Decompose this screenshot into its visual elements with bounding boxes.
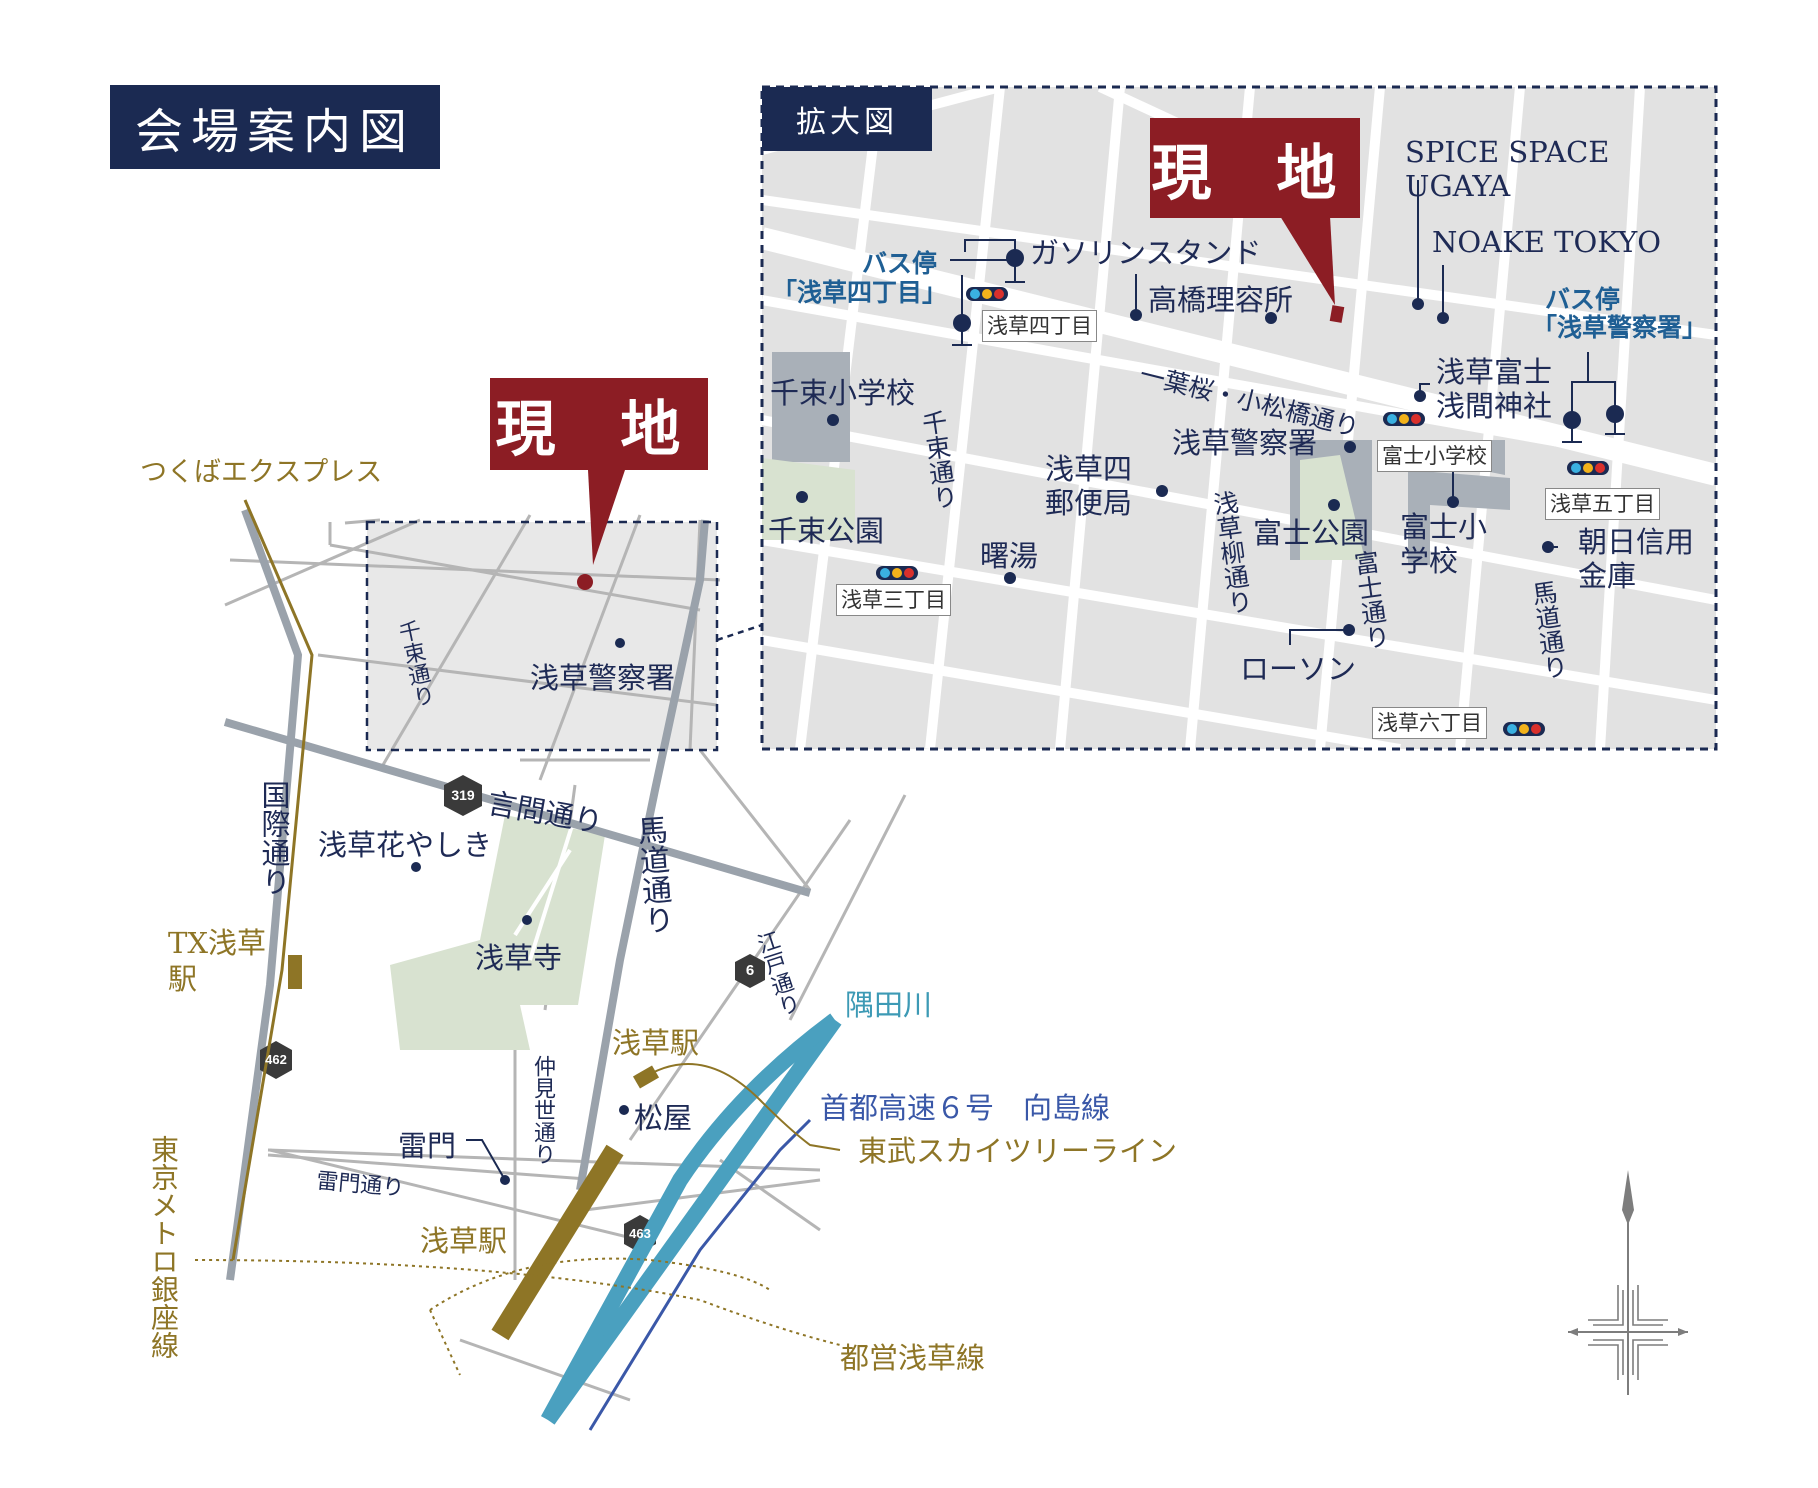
road-main-umamichi: 馬道通り <box>630 813 675 937</box>
main-site-callout: 現 地 <box>490 378 708 470</box>
sensoji-park <box>390 815 605 1050</box>
label-fuji-shrine: 浅草富士浅間神社 <box>1436 355 1553 423</box>
label-tobu-line: 東武スカイツリーライン <box>858 1134 1178 1168</box>
sumida-river <box>541 1015 842 1425</box>
signal-rokuchome: 浅草六丁目 <box>1372 707 1487 739</box>
bus-stop-yonchome-name: 「浅草四丁目」 <box>772 278 948 307</box>
label-sumida: 隅田川 <box>845 988 933 1022</box>
label-ginza-line: 東京メトロ銀座線 <box>147 1135 180 1359</box>
label-senzoku-park: 千束公園 <box>768 514 885 548</box>
inset-site-marker <box>1329 305 1345 323</box>
compass-icon <box>1568 1170 1688 1395</box>
route-319: 319 <box>451 787 475 803</box>
expressway-line <box>588 1118 812 1431</box>
signal-fuji-school: 富士小学校 <box>1377 440 1492 472</box>
label-main-police: 浅草警察署 <box>530 661 676 695</box>
label-matsuya: 松屋 <box>634 1101 693 1135</box>
signal-gochome: 浅草五丁目 <box>1545 488 1660 520</box>
bus-stop-pins <box>950 249 1625 443</box>
label-sensoji: 浅草寺 <box>475 941 563 975</box>
inset-tab: 拡大図 <box>762 87 932 151</box>
label-inset-police: 浅草警察署 <box>1172 426 1318 460</box>
bus-stop-yonchome-label: バス停 <box>862 249 938 278</box>
label-asahi: 朝日信用金庫 <box>1578 525 1695 593</box>
main-site-dot <box>577 574 593 590</box>
label-tx-station: TX浅草駅 <box>168 926 266 996</box>
map-title: 会場案内図 <box>110 85 440 169</box>
bus-stop-police-name: 「浅草警察署」 <box>1532 313 1708 342</box>
label-tobu-station: 浅草駅 <box>612 1026 700 1060</box>
label-senzoku-school: 千束小学校 <box>770 376 916 410</box>
traffic-signals <box>876 287 1609 736</box>
signal-sanchome: 浅草三丁目 <box>836 584 951 616</box>
label-toei-line: 都営浅草線 <box>840 1341 986 1375</box>
route-462: 462 <box>265 1052 287 1067</box>
label-fuji-school: 富士小学校 <box>1400 510 1488 578</box>
inset-markers <box>796 298 1554 636</box>
tx-line <box>231 499 314 1261</box>
label-akebono: 曙湯 <box>980 539 1039 573</box>
toei-line <box>194 1259 841 1346</box>
inset-site-callout: 現 地 <box>1150 118 1360 218</box>
label-fuji-park: 富士公園 <box>1253 516 1370 550</box>
label-tx-line: つくばエクスプレス <box>140 457 383 488</box>
route-6: 6 <box>745 962 755 979</box>
label-hanayashiki: 浅草花やしき <box>318 828 493 862</box>
label-gas: ガソリンスタンド <box>1030 236 1262 270</box>
ginza-line-platform <box>491 1144 624 1341</box>
label-noake: NOAKE TOKYO <box>1432 225 1662 259</box>
label-takahashi: 高橋理容所 <box>1148 283 1294 317</box>
label-expressway: 首都高速６号 向島線 <box>820 1091 1111 1125</box>
label-lawson: ローソン <box>1240 652 1357 686</box>
label-kaminarimon: 雷門 <box>398 1129 457 1163</box>
route-463: 463 <box>629 1226 651 1241</box>
bus-stop-police-label: バス停 <box>1545 285 1621 314</box>
label-spice: SPICE SPACE UGAYA <box>1405 135 1610 203</box>
signal-yonchome: 浅草四丁目 <box>982 310 1097 342</box>
label-ginza-station: 浅草駅 <box>420 1224 508 1258</box>
road-kokusai: 国際通り <box>257 780 291 896</box>
tobu-line <box>639 1063 841 1151</box>
label-post: 浅草四郵便局 <box>1045 452 1133 520</box>
road-nakamise: 仲見世通り <box>530 1055 555 1165</box>
